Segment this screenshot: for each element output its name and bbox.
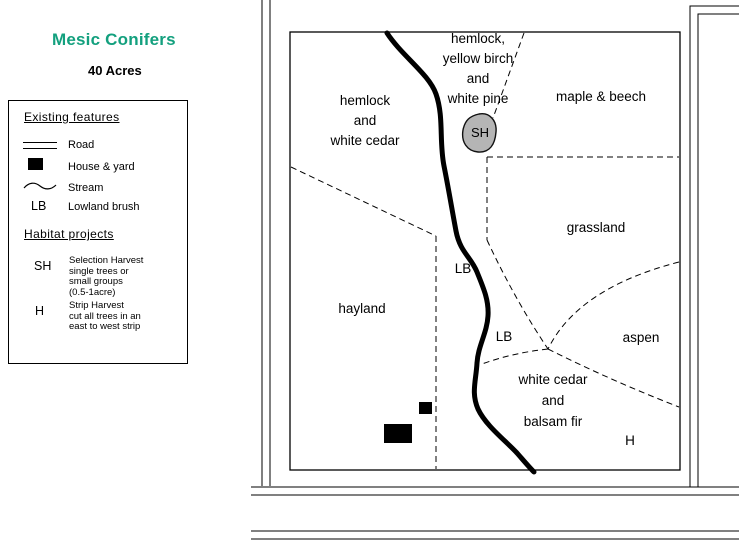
boundary-grassland-aspen [547,261,680,350]
legend-h-code: H [35,304,45,318]
road-left-vertical [261,0,271,486]
boundary-aspen-south [547,348,680,408]
legend-lb-code: LB [31,199,47,213]
zone-label-lb-east: LB [495,329,513,344]
acreage-label: 40 Acres [88,63,142,78]
zone-label-strip-harvest: H [625,433,635,448]
legend-lb-label: Lowland brush [68,201,140,213]
zone-label-aspen: aspen [622,330,660,345]
stream-line [384,30,537,475]
house-large [384,424,412,443]
page-title: Mesic Conifers [52,30,176,49]
sh-marker-label: SH [470,125,490,140]
zone-label-grassland: grassland [566,220,626,235]
legend-box: Existing features Road House & yard Stre… [8,100,188,364]
boundary-lb-east [486,239,549,350]
legend-stream-label: Stream [68,182,104,194]
boundary-top-slant [492,32,525,119]
legend-existing-title: Existing features [24,110,120,124]
map-border [289,31,681,471]
road-symbol [23,142,57,149]
house-small [419,402,432,414]
legend-habitat-title: Habitat projects [24,227,114,241]
zone-label-maple-beech: maple & beech [555,89,647,104]
zone-label-lb-west: LB [454,261,472,276]
road-bottom-lower [251,530,739,540]
stream-symbol [23,182,57,190]
zone-label-hayland: hayland [338,301,386,316]
boundary-nw-diagonal [290,166,437,237]
legend-sh-code: SH [34,259,52,273]
legend-road-label: Road [68,139,95,151]
road-bottom-upper [251,486,739,496]
legend-house-label: House & yard [68,161,135,173]
selection-harvest-area [461,113,497,153]
house-symbol [28,158,43,170]
road-right-vertical [689,5,739,487]
boundary-lb-south [481,348,549,365]
